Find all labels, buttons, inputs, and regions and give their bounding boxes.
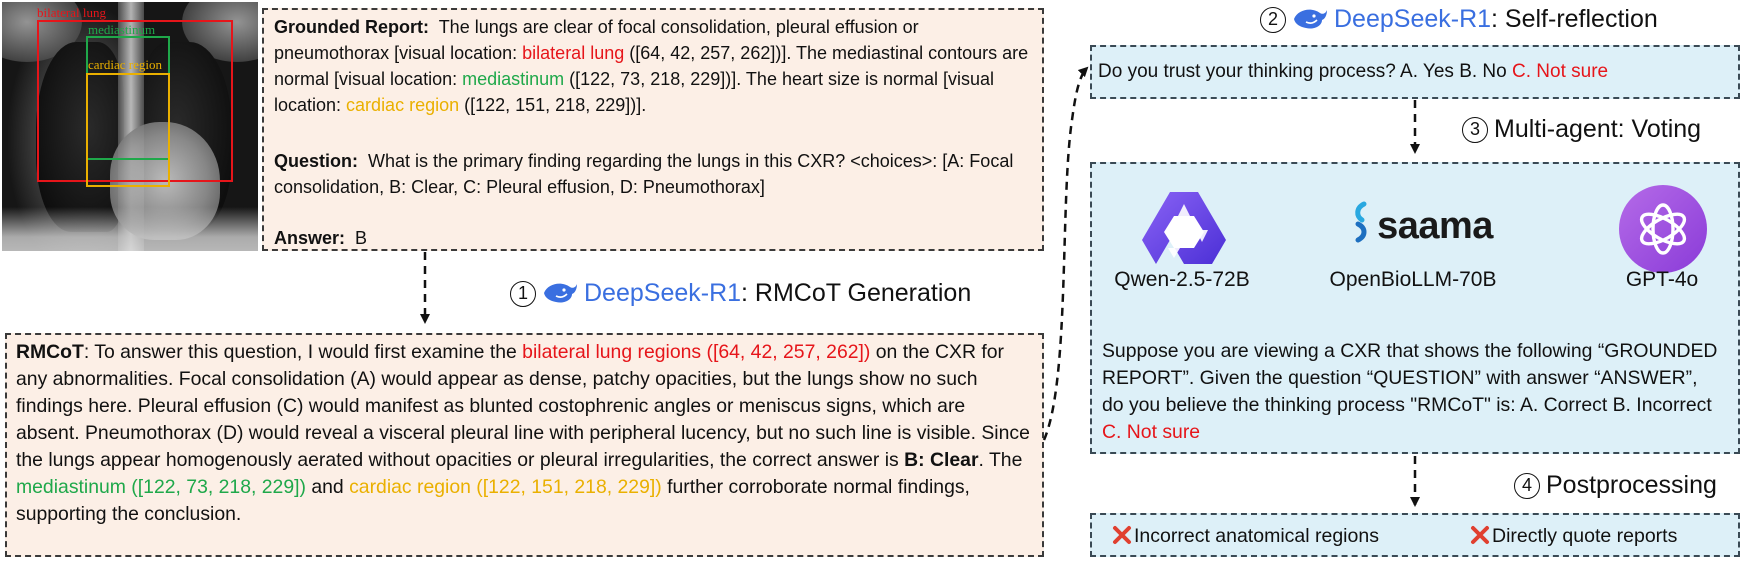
- bbox-label-bilateral-lung: bilateral lung: [37, 5, 106, 20]
- step1-title: : RMCoT Generation: [741, 279, 972, 307]
- grounded-report-med-coords: ([122, 73, 218, 229])]. The heart size i…: [274, 69, 995, 115]
- step1-model: DeepSeek-R1: [584, 279, 742, 307]
- postprocessing-item-1: Incorrect anatomical regions: [1112, 523, 1379, 549]
- voting-prompt-not-sure: C. Not sure: [1102, 421, 1201, 443]
- rmcot-label: RMCoT: [16, 341, 84, 363]
- step2-model: DeepSeek-R1: [1334, 5, 1492, 33]
- step4-title: Postprocessing: [1546, 471, 1717, 499]
- grounded-report-label: Grounded Report:: [274, 17, 429, 37]
- rmcot-answer: B: Clear: [904, 449, 979, 471]
- cross-icon: [1471, 526, 1489, 544]
- bbox-cardiac-region: [86, 73, 170, 187]
- grounded-report-cardiac: cardiac region: [346, 95, 460, 115]
- deepseek-whale-icon: [544, 283, 577, 303]
- step4-number: 4: [1514, 473, 1540, 499]
- rmcot-part3: . The: [978, 449, 1023, 471]
- postprocessing-box: Incorrect anatomical regions Directly qu…: [1090, 513, 1740, 557]
- bbox-label-mediastinum: mediastinum: [88, 22, 156, 37]
- rmcot-lung: bilateral lung regions ([64, 42, 257, 26…: [522, 341, 871, 363]
- grounded-report-lung: bilateral lung: [522, 43, 625, 63]
- answer-label: Answer:: [274, 228, 346, 248]
- rmcot-part1: : To answer this question, I would first…: [83, 341, 523, 363]
- rmcot-part4: and: [305, 476, 350, 498]
- bbox-label-cardiac-region: cardiac region: [88, 57, 162, 72]
- openbio-name: OpenBioLLM-70B: [1329, 268, 1497, 291]
- self-reflection-not-sure: C. Not sure: [1512, 61, 1609, 82]
- rmcot-mediastinum: mediastinum ([122, 73, 218, 229]): [16, 476, 306, 498]
- postprocessing-item-1-label: Incorrect anatomical regions: [1134, 525, 1379, 547]
- postprocessing-item-2-label: Directly quote reports: [1492, 525, 1678, 547]
- chest-xray-image: bilateral lung mediastinum cardiac regio…: [2, 2, 258, 251]
- qwen-logo-icon: [1142, 192, 1226, 264]
- deepseek-whale-icon: [1294, 9, 1327, 29]
- rmcot-part2: on the CXR for any abnormalities. Focal …: [16, 341, 1030, 471]
- rmcot-text: RMCoT: To answer this question, I would …: [16, 339, 1032, 528]
- voting-prompt-text: Suppose you are viewing a CXR that shows…: [1102, 338, 1722, 446]
- step3-number: 3: [1462, 117, 1488, 143]
- grounded-report-text: Grounded Report: The lungs are clear of …: [274, 14, 1034, 118]
- gpt-name: GPT-4o: [1625, 268, 1699, 291]
- step1-number: 1: [510, 281, 536, 307]
- xray-diaphragm: [2, 207, 258, 251]
- step1-heading: 1 DeepSeek-R1: RMCoT Generation: [510, 278, 971, 308]
- step2-number: 2: [1260, 7, 1286, 33]
- grounded-report-mediastinum: mediastinum: [462, 69, 565, 89]
- question-label: Question:: [274, 151, 358, 171]
- grounded-report-lung-coords: ([64, 42, 257, 262])]. The mediastinal c…: [274, 43, 1029, 89]
- postprocessing-item-2: Directly quote reports: [1470, 523, 1677, 549]
- answer-value: B: [355, 228, 368, 248]
- rmcot-box: RMCoT: To answer this question, I would …: [5, 333, 1044, 557]
- saama-wordmark: saama: [1377, 205, 1493, 247]
- self-reflection-question: Do you trust your thinking process? A. Y…: [1098, 61, 1513, 82]
- rmcot-part5: further corroborate normal findings, sup…: [16, 476, 970, 525]
- openai-logo-icon: [1619, 185, 1707, 273]
- saama-mark-icon: [1355, 201, 1367, 243]
- bbox-bilateral-lung: [37, 20, 233, 182]
- arrow-rmcot-to-reflection: [1042, 66, 1089, 441]
- voting-prompt-body: Suppose you are viewing a CXR that shows…: [1102, 340, 1718, 416]
- saama-logo: saama: [1350, 200, 1493, 248]
- self-reflection-box: Do you trust your thinking process? A. Y…: [1090, 45, 1740, 99]
- step3-title: Multi-agent: Voting: [1494, 115, 1702, 143]
- rmcot-cardiac: cardiac region ([122, 151, 218, 229]): [349, 476, 662, 498]
- grounded-report-part1: The lungs are clear of focal consolidati…: [274, 17, 919, 63]
- grounded-report-box: Grounded Report: The lungs are clear of …: [262, 8, 1044, 251]
- question-text: Question: What is the primary finding re…: [274, 148, 1034, 200]
- answer-text: Answer: B: [274, 225, 367, 251]
- grounded-report-card-coords: ([122, 151, 218, 229])].: [459, 95, 647, 115]
- qwen-name: Qwen-2.5-72B: [1114, 268, 1250, 291]
- step2-title: : Self-reflection: [1491, 5, 1658, 33]
- question-body: What is the primary finding regarding th…: [274, 151, 1014, 197]
- self-reflection-text: Do you trust your thinking process? A. Y…: [1098, 59, 1608, 85]
- step2-heading: 2 DeepSeek-R1: Self-reflection: [1260, 4, 1658, 34]
- cross-icon: [1113, 526, 1131, 544]
- voting-box: Qwen-2.5-72B saama OpenBioLLM-70B GPT-4o…: [1090, 162, 1740, 454]
